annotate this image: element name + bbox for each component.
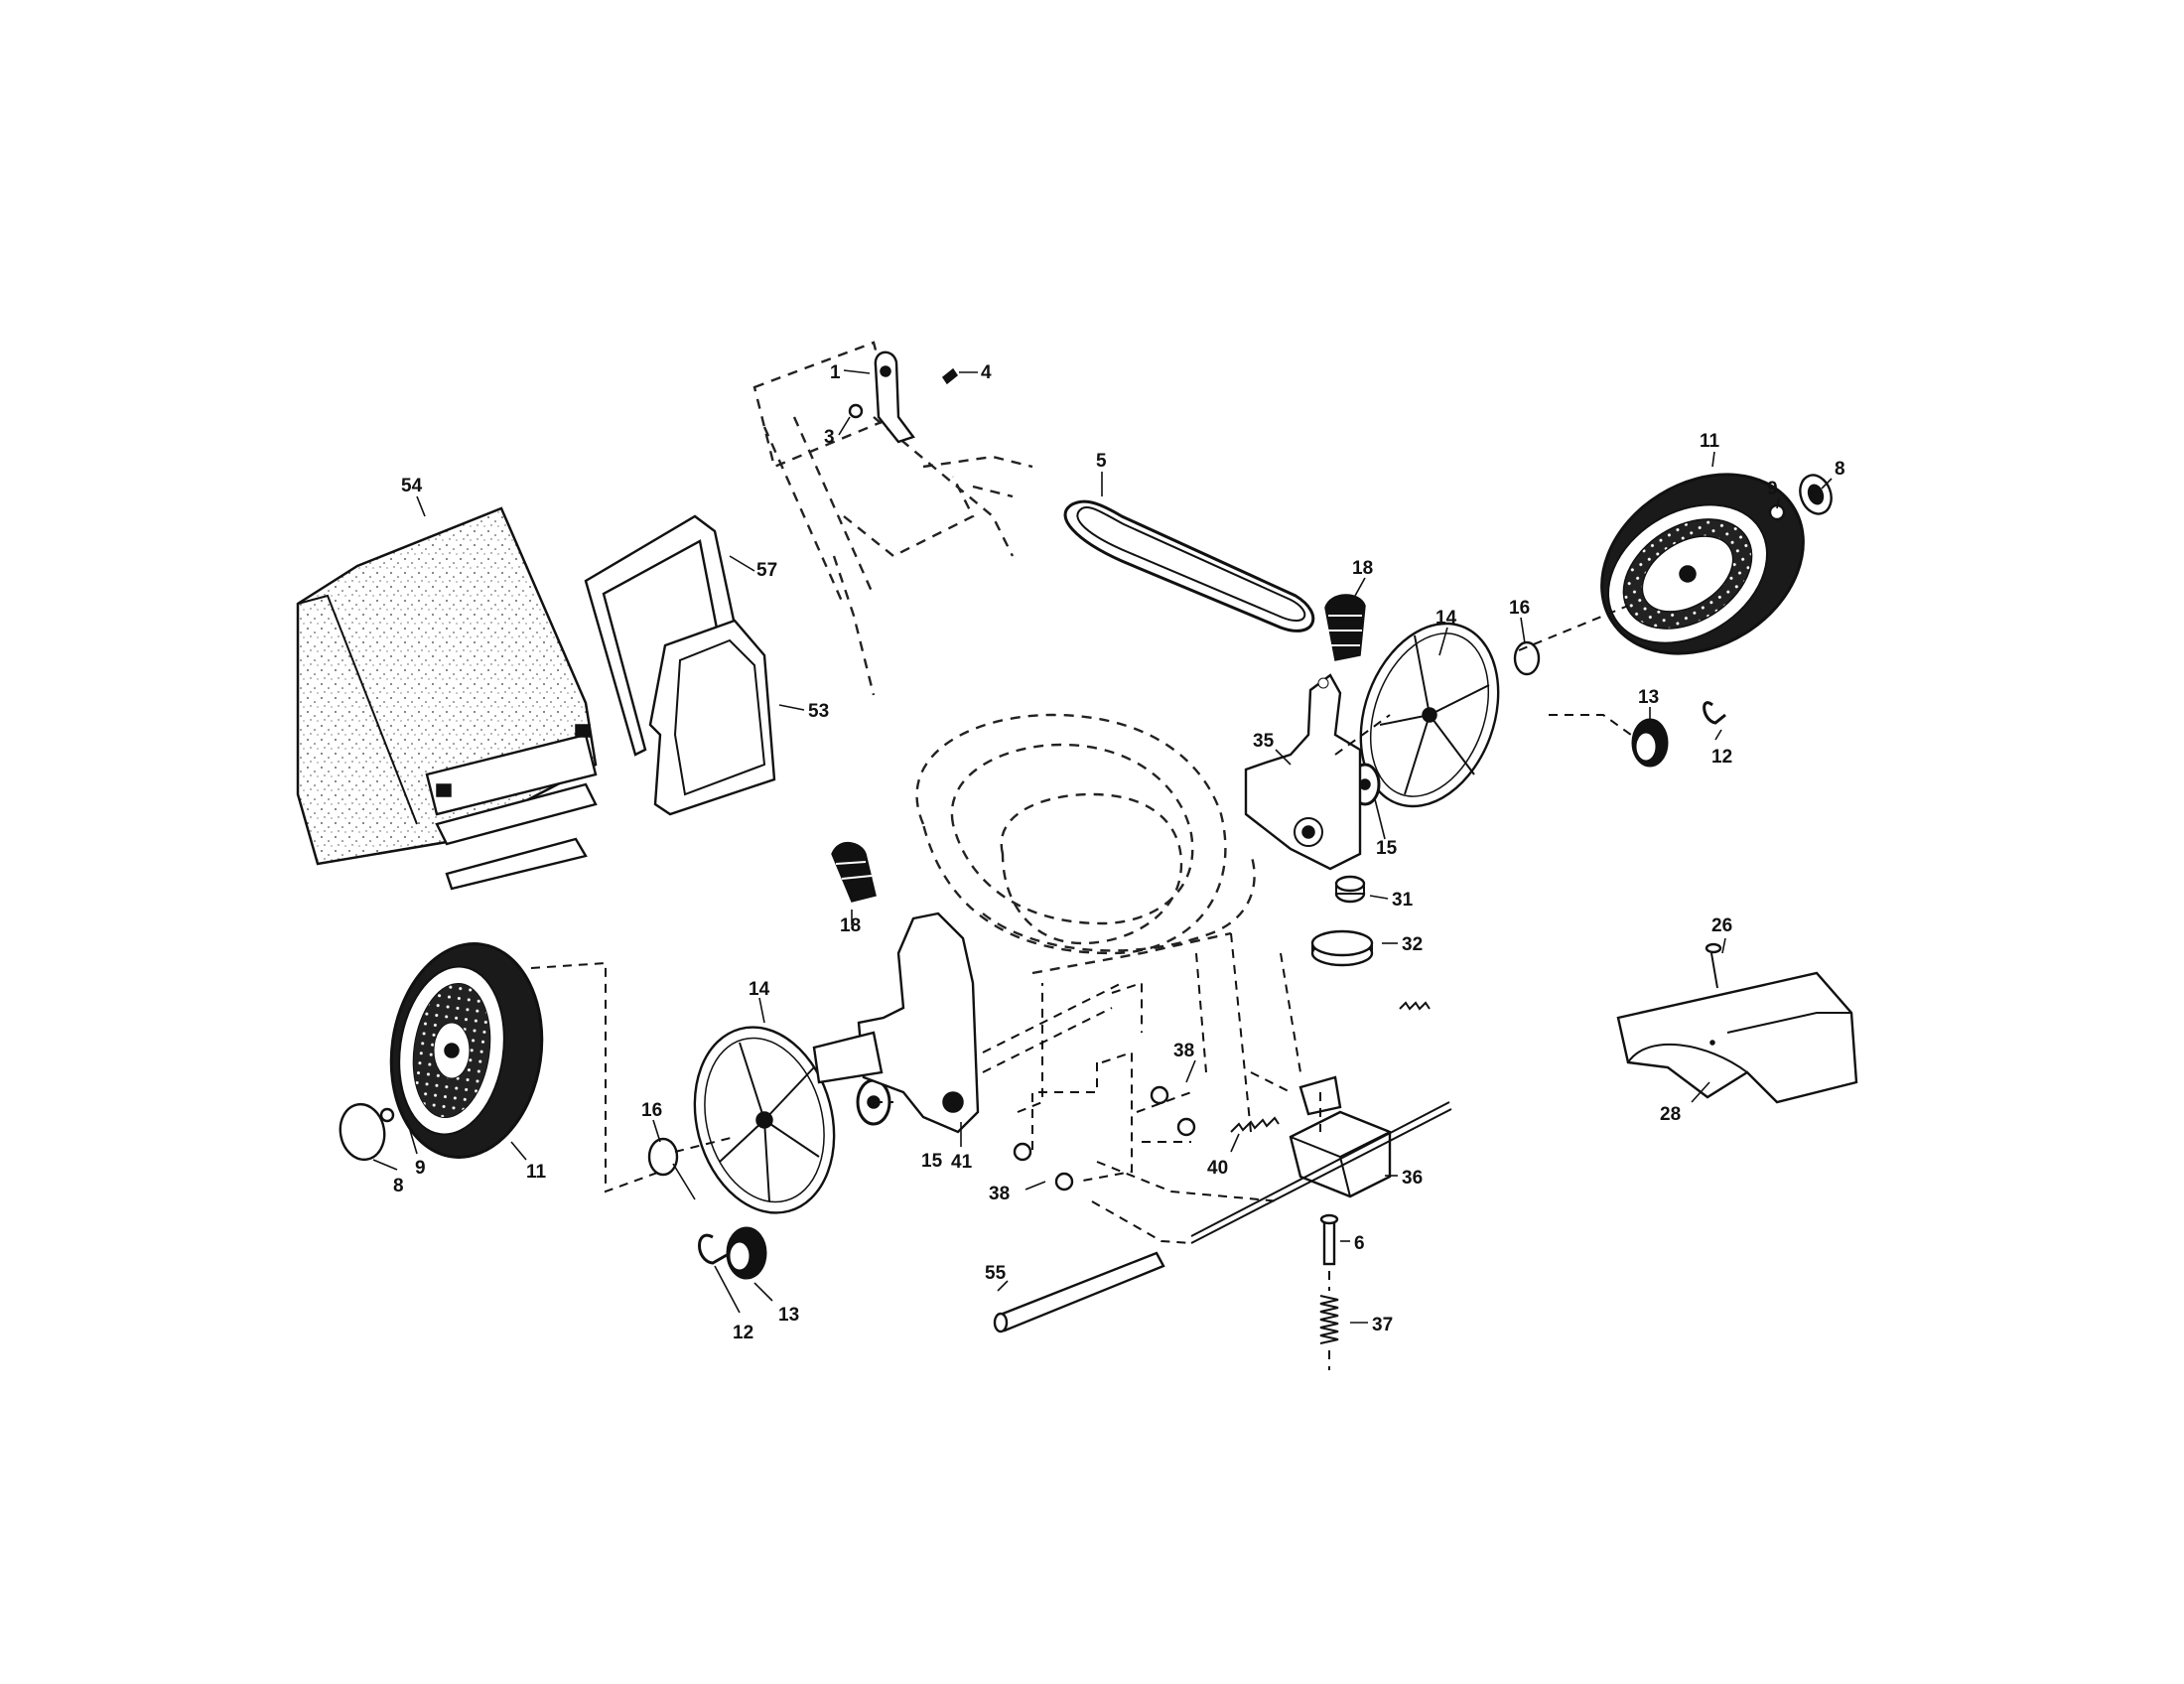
drive-belt: [1063, 499, 1315, 632]
screw-26: [1705, 942, 1722, 989]
callout-8-left: 8: [393, 1176, 404, 1196]
callout-18-right: 18: [1352, 558, 1373, 579]
assembly-lines: [530, 605, 1639, 1370]
gear-case-left: [812, 912, 980, 1134]
callout-labels: 1 3 4 5 54 57 53 18 11 9 8 14 16 13 12 3…: [393, 362, 1845, 1343]
callout-38-upper: 38: [1173, 1041, 1194, 1061]
callout-57: 57: [756, 560, 777, 581]
nut-38b: [1013, 1142, 1074, 1192]
grip-pad-right: [1324, 594, 1366, 661]
wheel-hub-left: [693, 1026, 836, 1214]
callout-18-left: 18: [840, 915, 861, 936]
callout-35: 35: [1253, 731, 1275, 752]
callout-14-right: 14: [1435, 608, 1457, 629]
callout-16-left: 16: [641, 1100, 662, 1121]
leader-lines: [372, 369, 1833, 1324]
pulley-32: [1310, 929, 1374, 967]
drive-shaft-55: [993, 1251, 1165, 1333]
callout-11-left: 11: [526, 1162, 547, 1183]
callout-40: 40: [1207, 1158, 1228, 1179]
callout-37: 37: [1372, 1315, 1393, 1335]
callout-15-right: 15: [1376, 838, 1398, 859]
e-ring-right: [1703, 701, 1726, 725]
callout-11-right: 11: [1700, 431, 1720, 452]
callout-32: 32: [1402, 934, 1423, 955]
callout-38-lower: 38: [989, 1184, 1010, 1204]
callout-12-left: 12: [733, 1323, 753, 1343]
gear-case-right: [1244, 673, 1362, 871]
drive-gear-left: [726, 1226, 767, 1280]
callout-15-left: 15: [921, 1151, 943, 1172]
callout-4: 4: [981, 362, 992, 383]
drive-gear-right: [1631, 718, 1669, 768]
callout-12-right: 12: [1711, 747, 1732, 768]
callout-26: 26: [1711, 915, 1732, 936]
callout-9-right: 9: [1767, 479, 1778, 499]
rear-skirt-shield: [1616, 971, 1858, 1104]
callout-53: 53: [808, 701, 829, 722]
handle-control-lever: [848, 351, 959, 444]
callout-54: 54: [401, 476, 423, 496]
callout-9-left: 9: [415, 1158, 426, 1179]
callout-16-right: 16: [1509, 598, 1530, 619]
hub-cap-left: [339, 1102, 386, 1162]
wheel-hub-right: [1359, 622, 1500, 808]
callout-31: 31: [1392, 890, 1414, 911]
callout-55: 55: [985, 1263, 1007, 1284]
grip-pad-left: [831, 842, 877, 903]
callout-14-left: 14: [749, 979, 770, 1000]
grass-bag: [296, 506, 598, 891]
washer-left: [647, 1137, 679, 1177]
rear-wheel-left: [389, 942, 544, 1159]
callout-13-left: 13: [778, 1305, 799, 1326]
bolt-6: [1319, 1213, 1339, 1266]
bag-frame-lower: [648, 619, 776, 816]
rear-wheel-right: [1600, 473, 1805, 655]
callout-8-right: 8: [1835, 459, 1845, 480]
callout-6: 6: [1354, 1233, 1365, 1254]
cap-31: [1334, 875, 1366, 904]
spring-37: [1319, 1295, 1339, 1344]
callout-13-right: 13: [1638, 687, 1659, 708]
hub-cap-right: [1799, 474, 1833, 515]
callout-28: 28: [1660, 1104, 1681, 1125]
callout-3: 3: [824, 427, 835, 448]
e-ring-left: [698, 1233, 728, 1265]
mower-deck-phantom-outline: [915, 713, 1256, 975]
callout-1: 1: [830, 362, 841, 383]
hex-nut-left: [379, 1107, 395, 1123]
spring-40: [1230, 1001, 1431, 1133]
callout-36: 36: [1402, 1168, 1423, 1189]
callout-5: 5: [1096, 451, 1107, 472]
callout-41: 41: [951, 1152, 973, 1173]
